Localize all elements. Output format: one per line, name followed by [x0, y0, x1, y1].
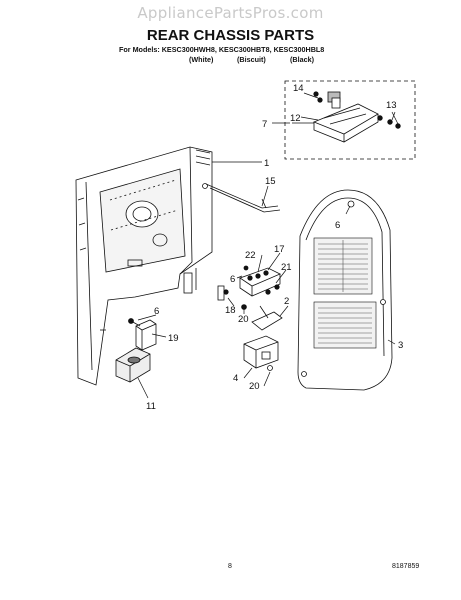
callout-13: 13 — [386, 100, 397, 111]
callout-3: 3 — [398, 340, 403, 351]
site-watermark: AppliancePartsPros.com — [137, 4, 324, 22]
bracket-part-19 — [128, 318, 157, 351]
callout-15: 15 — [265, 176, 276, 187]
foot-part-11 — [115, 347, 151, 383]
callout-22: 22 — [245, 250, 256, 261]
callout-1: 1 — [264, 158, 269, 169]
terminal-block-inset — [284, 80, 416, 160]
rear-chassis-panel — [75, 146, 213, 386]
callout-12: 12 — [290, 113, 301, 124]
callout-2: 2 — [284, 296, 289, 307]
color-biscuit-label: (Biscuit) — [237, 55, 266, 64]
callout-20-center: 20 — [238, 314, 249, 325]
callout-18: 18 — [225, 305, 236, 316]
bracket-part-2 — [243, 305, 283, 371]
diagram-title: REAR CHASSIS PARTS — [146, 27, 315, 44]
callout-labels: 1 2 3 4 6 6 6 7 11 12 13 14 15 17 18 19 … — [146, 83, 403, 412]
callout-20-lower: 20 — [249, 381, 260, 392]
model-list: For Models: KESC300HWH8, KESC300HBT8, KE… — [119, 45, 325, 54]
callout-6-left: 6 — [154, 306, 159, 317]
rear-cover-part-3 — [297, 189, 393, 391]
color-black-label: (Black) — [290, 55, 314, 64]
callout-6-cover: 6 — [335, 220, 340, 231]
callout-11: 11 — [146, 401, 156, 412]
callout-4: 4 — [233, 373, 238, 384]
callout-7: 7 — [262, 119, 267, 130]
callout-19: 19 — [168, 333, 179, 344]
document-number: 8187859 — [392, 563, 420, 570]
screws-group-center — [217, 285, 247, 310]
callout-17: 17 — [274, 244, 285, 255]
rod-part-15 — [202, 183, 281, 213]
page-number: 8 — [228, 563, 232, 570]
callout-21: 21 — [281, 262, 292, 273]
leader-lines — [137, 92, 399, 399]
terminal-block-part-17 — [239, 265, 281, 297]
callout-6-center: 6 — [230, 274, 235, 285]
color-white-label: (White) — [189, 55, 214, 64]
callout-14: 14 — [293, 83, 304, 94]
